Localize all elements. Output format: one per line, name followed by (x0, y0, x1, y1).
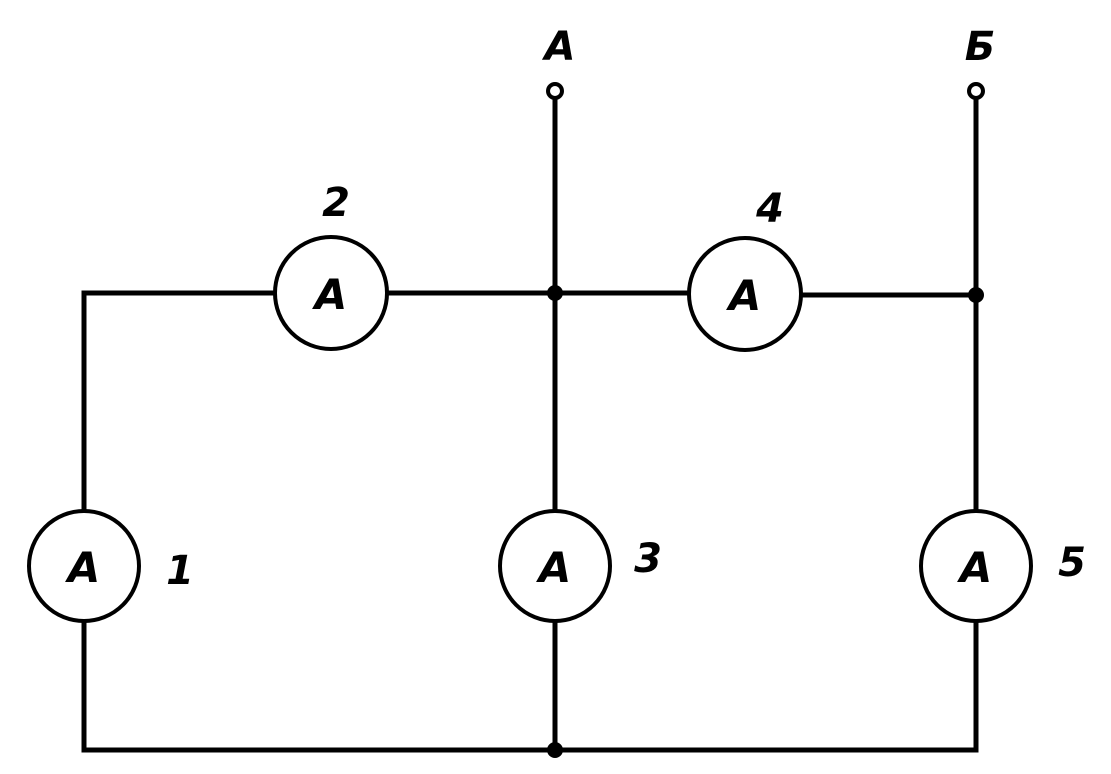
ammeter-2: А 2 (273, 180, 389, 351)
ammeter-4-circle (687, 236, 803, 352)
terminal-b: Б (965, 24, 996, 100)
terminal-b-label: Б (965, 24, 996, 70)
junction-top-right (968, 287, 984, 303)
ammeter-1-symbol: А (65, 543, 101, 592)
terminal-a-label: А (542, 24, 576, 70)
ammeter-4-symbol: А (726, 271, 762, 320)
ammeter-3: А 3 (498, 509, 662, 623)
ammeter-4: А 4 (687, 186, 803, 352)
terminal-a: А (542, 24, 576, 100)
junctions (547, 285, 984, 758)
ammeter-2-number: 2 (322, 180, 350, 226)
wire-right-bottom (552, 617, 979, 753)
ammeter-3-number: 3 (634, 536, 662, 582)
ammeter-1: А 1 (27, 509, 194, 623)
ammeter-2-symbol: А (312, 270, 348, 319)
wire-left-branch (81, 290, 278, 515)
ammeter-1-circle (27, 509, 141, 623)
ammeter-4-number: 4 (755, 186, 784, 232)
terminal-a-ring (546, 82, 564, 100)
junction-bottom-middle (547, 742, 563, 758)
ammeter-5-symbol: А (957, 543, 993, 592)
ammeter-5: А 5 (919, 509, 1086, 623)
junction-top-middle (547, 285, 563, 301)
ammeter-5-circle (919, 509, 1033, 623)
wires (81, 94, 979, 753)
ammeter-2-circle (273, 235, 389, 351)
ammeter-5-number: 5 (1058, 540, 1086, 586)
ammeter-3-circle (498, 509, 612, 623)
terminal-b-ring (967, 82, 985, 100)
ammeter-1-number: 1 (166, 548, 194, 594)
ammeter-3-symbol: А (536, 543, 572, 592)
wire-left-bottom (81, 617, 558, 753)
